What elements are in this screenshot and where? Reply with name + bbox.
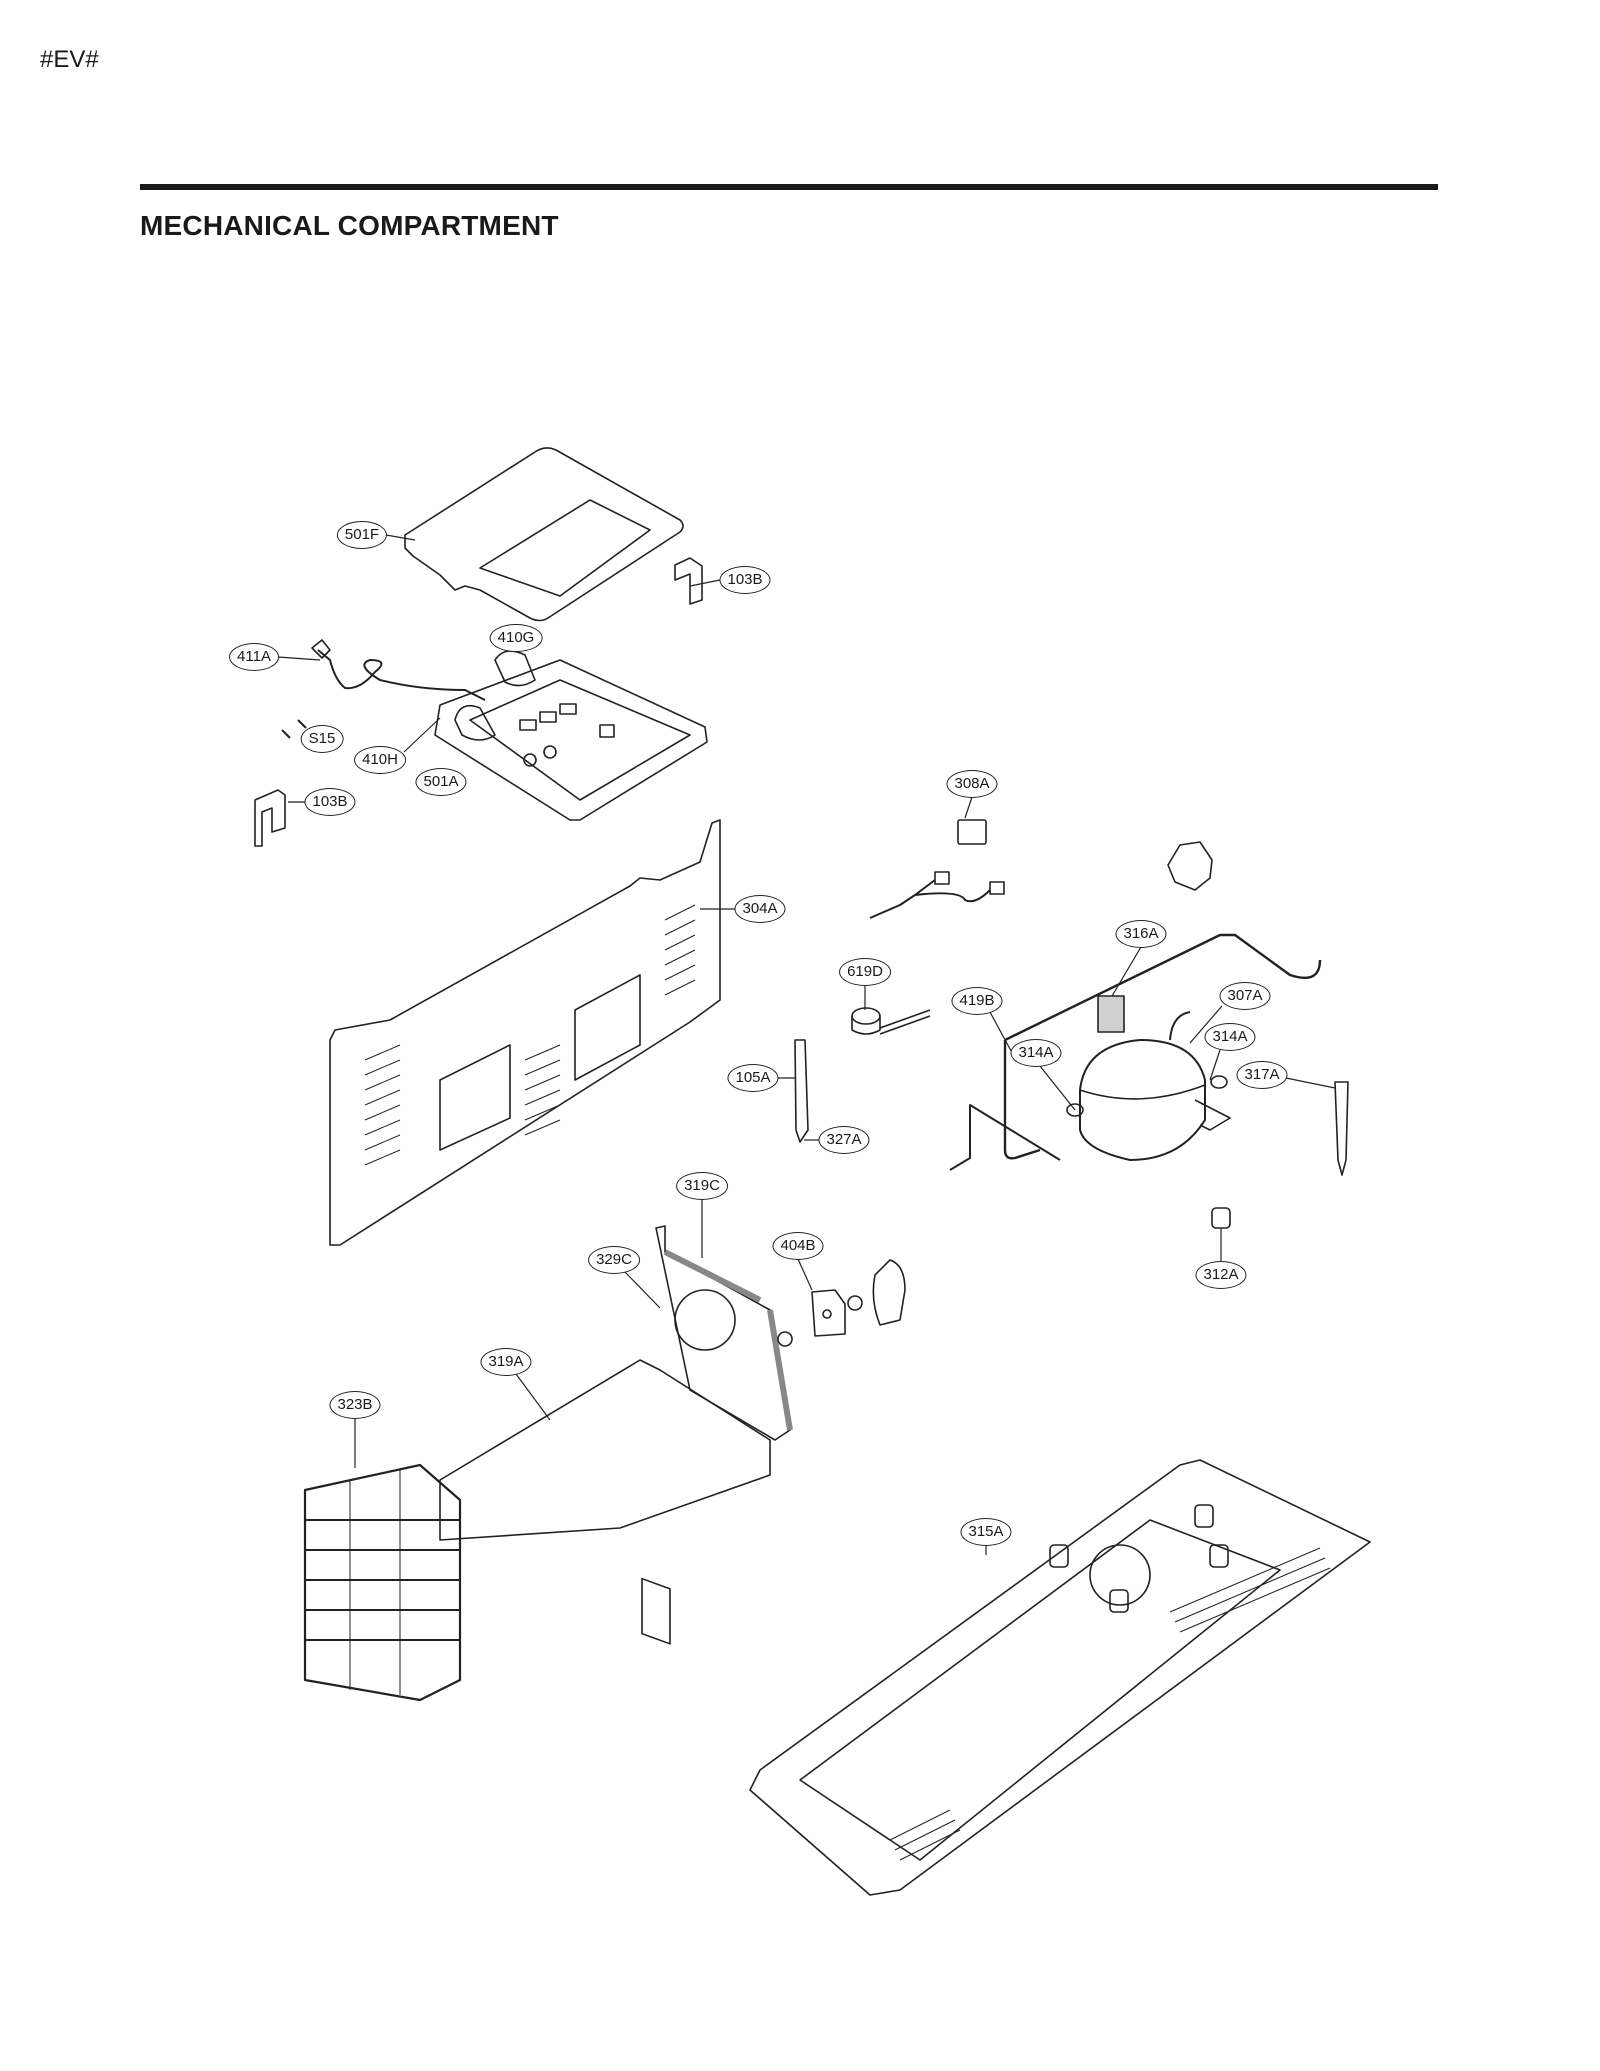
callout-304a[interactable]: 304A <box>734 895 786 923</box>
control-box-501a <box>434 650 708 821</box>
fan-motor-404b <box>777 1259 906 1347</box>
callout-411a[interactable]: 411A <box>229 643 279 671</box>
callout-314a-right[interactable]: 314A <box>1204 1023 1256 1051</box>
thermostat-619d <box>851 1007 931 1035</box>
callout-319c[interactable]: 319C <box>676 1172 728 1200</box>
document-code: #EV# <box>40 46 99 73</box>
callout-404b[interactable]: 404B <box>772 1232 824 1260</box>
drain-hose-105a <box>794 1039 809 1143</box>
bracket-103b-bottom <box>254 789 286 847</box>
overload-clip <box>1167 841 1213 891</box>
callout-317a[interactable]: 317A <box>1236 1061 1288 1089</box>
callout-316a[interactable]: 316A <box>1115 920 1167 948</box>
callout-312a[interactable]: 312A <box>1195 1261 1247 1289</box>
drier-316a <box>1097 995 1125 1033</box>
section-title: MECHANICAL COMPARTMENT <box>140 210 559 241</box>
callout-410h[interactable]: 410H <box>354 746 406 774</box>
callout-501a[interactable]: 501A <box>415 768 467 796</box>
control-box-cover-501f <box>404 447 684 622</box>
callout-501f[interactable]: 501F <box>336 521 388 549</box>
fan-assembly-319c <box>641 1225 793 1645</box>
callout-315a[interactable]: 315A <box>960 1518 1012 1546</box>
callout-314a-left[interactable]: 314A <box>1010 1039 1062 1067</box>
discharge-pipe <box>1003 933 1322 1160</box>
leader-lines <box>277 534 1336 1555</box>
service-pipe-317a <box>1334 1081 1349 1176</box>
callout-307a[interactable]: 307A <box>1219 982 1271 1010</box>
callout-327a[interactable]: 327A <box>818 1126 870 1154</box>
condenser-coil-323b <box>303 1463 462 1702</box>
callout-419b[interactable]: 419B <box>951 987 1003 1015</box>
bracket-103b-top <box>674 557 703 605</box>
screw-s15 <box>281 729 291 739</box>
fan-shroud-319a <box>439 1359 771 1541</box>
section-divider <box>140 184 1438 190</box>
callout-308a[interactable]: 308A <box>946 770 998 798</box>
callout-103b-top[interactable]: 103B <box>719 566 771 594</box>
base-plate-315a <box>749 1459 1371 1896</box>
callout-410g[interactable]: 410G <box>489 624 543 652</box>
callout-323b[interactable]: 323B <box>329 1391 381 1419</box>
compressor-307a <box>1079 1011 1231 1161</box>
mount-312a <box>1211 1207 1231 1229</box>
callout-105a[interactable]: 105A <box>727 1064 779 1092</box>
callout-329c[interactable]: 329C <box>588 1246 640 1274</box>
suction-pipe <box>949 1104 1061 1171</box>
callout-s15[interactable]: S15 <box>300 725 344 753</box>
wire-harness <box>869 879 991 919</box>
back-panel-304a <box>329 819 721 1246</box>
callout-103b-bottom[interactable]: 103B <box>304 788 356 816</box>
callout-619d[interactable]: 619D <box>839 958 891 986</box>
grommet-314a-right <box>1210 1075 1228 1089</box>
grommet-314a-left <box>1066 1103 1084 1117</box>
callout-319a[interactable]: 319A <box>480 1348 532 1376</box>
power-cord-411a <box>317 649 486 701</box>
relay-308a <box>957 819 987 845</box>
